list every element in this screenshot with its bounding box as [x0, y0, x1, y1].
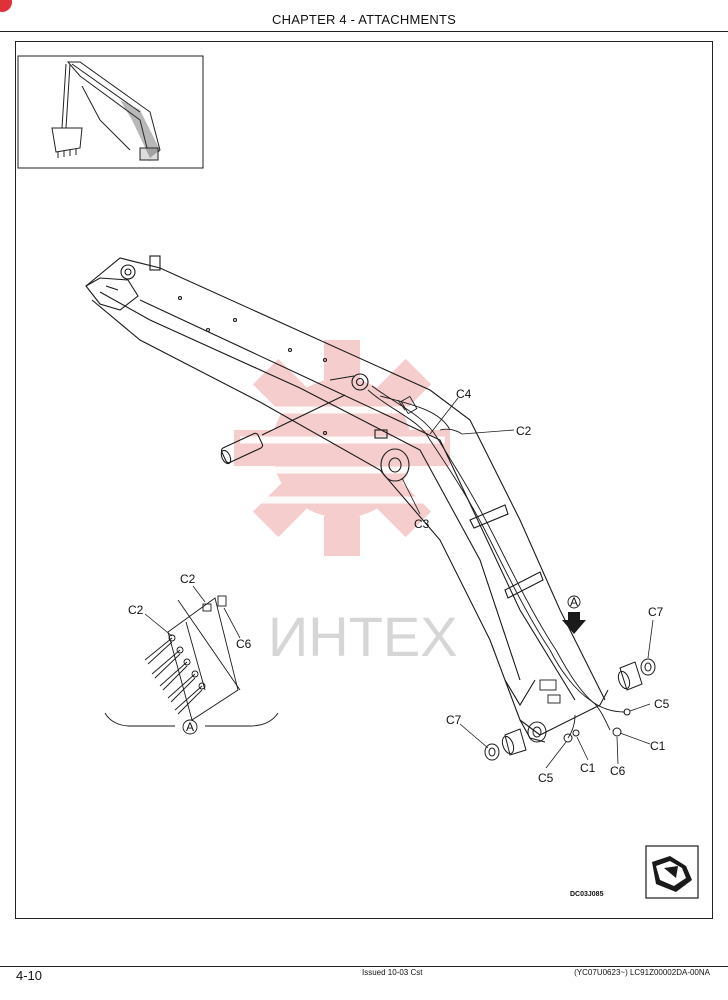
- inset-thumbnail: [17, 55, 204, 169]
- issued-date: Issued 10-03 Cst: [362, 968, 423, 977]
- view-a-marker: [182, 719, 198, 735]
- callout-c2-detail-left: C2: [128, 603, 144, 617]
- callout-a-view: A: [186, 720, 194, 734]
- callout-c7-left: C7: [446, 713, 462, 727]
- page-turn-icon[interactable]: [645, 845, 699, 899]
- callout-c2-detail-top: C2: [180, 572, 196, 586]
- watermark-text: ИНТЕХ: [268, 605, 458, 668]
- figure-frame: [15, 41, 713, 919]
- callout-a-arrow: A: [570, 595, 578, 609]
- header-rule: [0, 31, 728, 32]
- callout-c7-right: C7: [648, 605, 664, 619]
- chapter-title: CHAPTER 4 - ATTACHMENTS: [272, 12, 456, 27]
- leader-lines: [144, 397, 654, 769]
- hose-routing: [367, 385, 626, 739]
- boom-structure: [85, 255, 609, 743]
- callout-c1-right: C1: [650, 739, 666, 753]
- callout-c5-right: C5: [654, 697, 670, 711]
- callout-c6-bottom: C6: [610, 764, 626, 778]
- detail-view-a: [104, 595, 279, 727]
- drawing-code: DC03J085: [570, 891, 604, 898]
- boom-foot-hardware: [484, 658, 656, 761]
- page-number: 4-10: [16, 968, 43, 983]
- callout-c4: C4: [456, 387, 472, 401]
- callout-c2-boom: C2: [516, 424, 532, 438]
- callout-c3: C3: [414, 517, 430, 531]
- footer-rule: [0, 966, 728, 967]
- callout-c6-detail: C6: [236, 637, 252, 651]
- corner-badge: [0, 0, 12, 12]
- view-a-arrow: [562, 595, 586, 634]
- callout-c1-bottom: C1: [580, 761, 596, 775]
- document-id: (YC07U0623~) LC91Z00002DA-00NA: [574, 968, 710, 977]
- callout-c5-bottom: C5: [538, 771, 554, 785]
